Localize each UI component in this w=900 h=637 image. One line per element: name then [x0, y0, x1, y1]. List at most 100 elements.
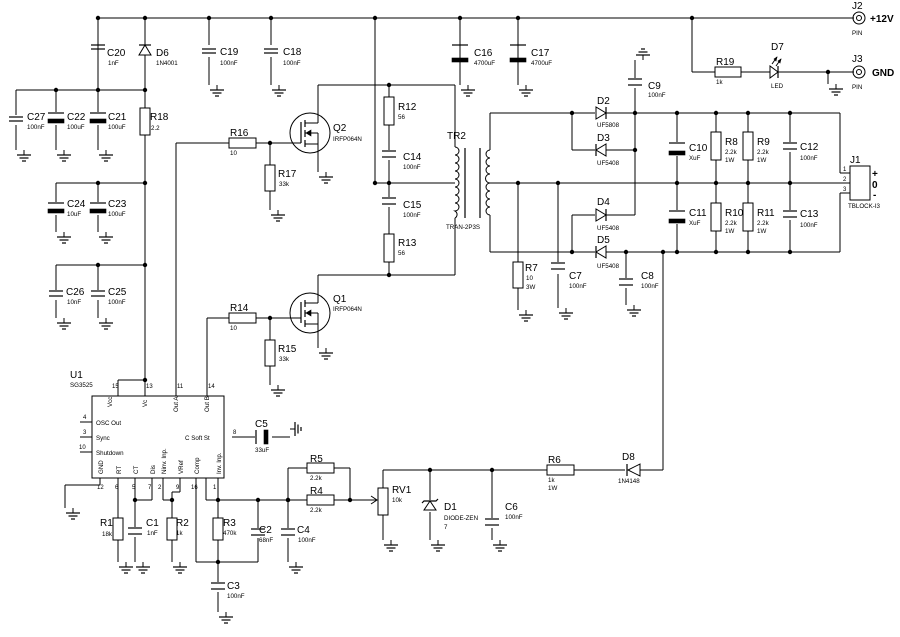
- ref-label: C14: [403, 152, 422, 163]
- ref-label: C24: [67, 199, 86, 210]
- ref-label: R14: [230, 303, 249, 314]
- value-label: 2.2k: [310, 475, 323, 482]
- value-label: 10k: [392, 497, 403, 504]
- value-label: 10: [526, 275, 533, 282]
- resistor-r13: R13 56: [383, 233, 417, 263]
- value-label: XuF: [689, 155, 701, 162]
- resistor-r8: R8 2.2k 1W: [710, 131, 738, 164]
- pin-num: 12: [97, 485, 104, 491]
- resistor-r16: R16 10: [228, 128, 257, 157]
- capacitor-c18: C18 100nF: [264, 47, 302, 67]
- ref-label: R3: [223, 518, 236, 529]
- pin-num: 13: [146, 384, 153, 390]
- capacitor-c1: C1 1nF: [128, 518, 159, 537]
- ref-label: R17: [278, 169, 297, 180]
- pin-name: Comp: [194, 457, 201, 474]
- pin-name: Out B: [204, 396, 211, 412]
- ref-label: C21: [108, 112, 127, 123]
- value-label: 10nF: [67, 299, 81, 306]
- pin-num: 9: [176, 485, 180, 491]
- type-label: TBLOCK-I3: [848, 203, 881, 210]
- ref-label: D3: [597, 133, 610, 144]
- pin-num: 1: [843, 167, 847, 173]
- pin-name: Sync: [96, 435, 110, 442]
- pin-name: RT: [116, 466, 123, 474]
- ref-label: C3: [227, 581, 240, 592]
- capacitor-c22: C22 100uF: [47, 112, 86, 131]
- value-label: 68nF: [259, 537, 273, 544]
- value-label: 100nF: [220, 60, 238, 67]
- value-label: 10: [230, 325, 237, 332]
- value-label: UF5408: [597, 263, 620, 270]
- resistor-r10: R10 2.2k 1W: [710, 202, 744, 235]
- pin-name: Vcc: [107, 397, 114, 407]
- net-label: +12V: [870, 14, 894, 25]
- pin-num: 3: [843, 187, 847, 193]
- ic-u1: U1 SG3525 15 13 11 14 Vcc Vc Out A Out B…: [70, 370, 237, 491]
- resistor-r1: R1 18k: [100, 517, 124, 541]
- pin-num: 4: [83, 415, 87, 421]
- resistor-r5: R5 2.2k: [306, 454, 335, 482]
- connector-j1: J1 1 2 3 + 0 - TBLOCK-I3: [843, 155, 881, 210]
- resistor-r6: R6 1k 1W: [546, 455, 575, 492]
- resistor-r4: R4 2.2k: [306, 486, 335, 514]
- pin-name: C Soft St: [185, 435, 210, 442]
- value-label: 470k: [223, 530, 237, 537]
- value2-label: 7: [444, 524, 448, 531]
- value-label: UF5408: [597, 160, 620, 167]
- pin-mark: -: [873, 190, 876, 201]
- ref-label: R15: [278, 344, 297, 355]
- ref-label: C13: [800, 209, 819, 220]
- diode-d4: D4 UF5408: [595, 197, 620, 232]
- ic-ref: U1: [70, 370, 83, 381]
- resistor-r9: R9 2.2k 1W: [742, 131, 770, 164]
- ref-label: R1: [100, 518, 113, 529]
- resistor-r14: R14 10: [228, 303, 257, 332]
- ref-label: Q1: [333, 294, 347, 305]
- value-label: 100nF: [403, 212, 421, 219]
- diode-d5: D5 UF5408: [595, 235, 620, 270]
- ref-label: D8: [622, 452, 635, 463]
- value-label: 2.2k: [757, 220, 770, 227]
- ref-label: C12: [800, 142, 819, 153]
- ref-label: R10: [725, 208, 744, 219]
- ref-label: R6: [548, 455, 561, 466]
- ref-label: R5: [310, 454, 323, 465]
- value2-label: 1W: [548, 485, 557, 492]
- type-label: PIN: [852, 84, 862, 91]
- ref-label: R8: [725, 137, 738, 148]
- value-label: 100nF: [298, 537, 316, 544]
- ref-label: D4: [597, 197, 610, 208]
- capacitor-c12: C12 100nF: [783, 142, 819, 162]
- value-label: 10: [230, 150, 237, 157]
- ref-label: R11: [757, 208, 775, 219]
- ref-label: C5: [255, 419, 268, 430]
- value-label: 100nF: [648, 92, 666, 99]
- capacitor-c14: C14 100nF: [382, 150, 422, 171]
- ref-label: C10: [689, 143, 708, 154]
- capacitor-c3: C3 100nF: [211, 581, 245, 600]
- capacitor-c10: C10 XuF: [668, 142, 708, 162]
- value-label: 2.2k: [725, 220, 738, 227]
- value-label: 33k: [279, 181, 290, 188]
- value-label: 2.2: [151, 125, 160, 132]
- value-label: 100nF: [108, 299, 126, 306]
- ref-label: J2: [852, 1, 863, 12]
- capacitor-c26: C26 10nF: [49, 287, 85, 306]
- capacitor-c2: C2 68nF: [251, 525, 273, 544]
- value-label: 100nF: [800, 222, 818, 229]
- pin-name: VRef: [178, 460, 185, 474]
- ref-label: C23: [108, 199, 127, 210]
- pin-mark: +: [872, 169, 878, 180]
- value-label: 100uF: [67, 124, 85, 131]
- capacitor-c20: C20 1nF: [91, 44, 126, 90]
- value-label: 1nF: [147, 530, 158, 537]
- value-label: 18k: [102, 531, 113, 538]
- ref-label: C15: [403, 200, 422, 211]
- pin-name: Out A: [173, 396, 180, 412]
- value-label: DIODE-ZEN: [444, 515, 478, 522]
- ref-label: D7: [771, 42, 784, 53]
- ref-label: C26: [66, 287, 85, 298]
- ref-label: R19: [716, 57, 735, 68]
- value-label: 4700uF: [531, 60, 552, 67]
